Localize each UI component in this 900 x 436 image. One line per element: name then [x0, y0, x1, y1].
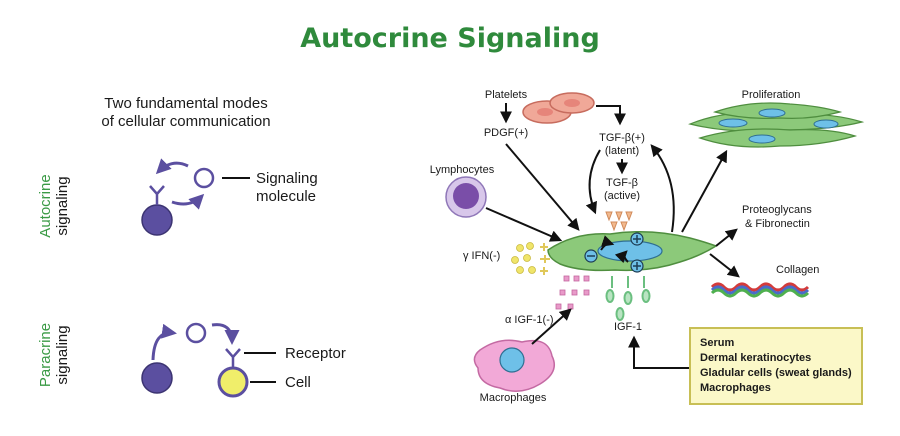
tgf-loop-right-arrow — [650, 144, 675, 233]
proteoglycans-label-2: & Fibronectin — [745, 218, 810, 230]
proteoglycans-label-1: Proteoglycans — [742, 204, 812, 216]
paracrine-target-cell — [217, 366, 249, 398]
minus-badge — [584, 249, 598, 263]
sources-item-macrophages: Macrophages — [700, 382, 771, 394]
platelets-illustration — [522, 92, 595, 124]
macrophages-label: Macrophages — [480, 392, 547, 404]
autocrine-molecule — [193, 167, 215, 189]
inner-arrow-left — [600, 235, 615, 251]
paracrine-arrow-out — [151, 323, 177, 361]
ifn-label: γ IFN(-) — [463, 250, 500, 262]
ifn-molecules — [511, 242, 536, 274]
page-title: Autocrine Signaling — [300, 23, 600, 54]
cell-to-proliferation-arrow — [681, 149, 728, 233]
left-heading-line1: Two fundamental modes — [104, 95, 267, 112]
paracrine-side-label: Paracrine signaling — [37, 323, 71, 387]
plus-badge-bottom — [630, 259, 644, 273]
paracrine-illustration — [141, 322, 276, 398]
platelets-to-tgf-arrow — [596, 105, 626, 126]
autocrine-cell — [141, 204, 173, 236]
inner-arrow-right — [614, 250, 629, 264]
lymphocyte-illustration — [445, 176, 487, 218]
proliferation-cells — [688, 102, 865, 148]
autocrine-arrow-top — [155, 158, 189, 175]
signaling-molecule-label-2: molecule — [256, 188, 316, 205]
igf-receptors — [605, 276, 651, 321]
tgf-latent-label-1: TGF-β(+) — [599, 132, 645, 144]
tgf-latent-label-2: (latent) — [605, 145, 639, 157]
proliferation-label: Proliferation — [742, 89, 801, 101]
sources-to-igf-arrow — [628, 335, 690, 369]
cell-label: Cell — [285, 374, 311, 391]
cell-to-collagen-arrow — [709, 253, 740, 278]
receptor-label: Receptor — [285, 345, 346, 362]
platelets-label: Platelets — [485, 89, 528, 101]
tgf-active-label-2: (active) — [604, 190, 640, 202]
left-heading-line2: of cellular communication — [101, 113, 270, 130]
autocrine-illustration — [141, 158, 250, 236]
lymphocyte-to-cell-arrow — [485, 207, 563, 242]
sources-item-glandular: Gladular cells (sweat glands) — [700, 367, 852, 379]
pdgf-to-cell-arrow — [505, 143, 580, 231]
sources-item-keratinocytes: Dermal keratinocytes — [700, 352, 811, 364]
igf-label: IGF-1 — [614, 321, 642, 333]
sources-item-serum: Serum — [700, 337, 734, 349]
tgf-loop-left-arrow — [585, 149, 601, 215]
pdgf-label: PDGF(+) — [484, 127, 528, 139]
signaling-molecule-label-1: Signaling — [256, 170, 318, 187]
lymphocytes-label: Lymphocytes — [430, 164, 495, 176]
collagen-label: Collagen — [776, 264, 819, 276]
autocrine-arrow-bottom — [171, 193, 205, 210]
autocrine-side-black: signaling — [54, 176, 71, 235]
cell-to-proteoglycans-arrow — [715, 228, 738, 247]
autocrine-side-green: Autocrine — [37, 174, 54, 237]
autocrine-receptor — [149, 185, 165, 205]
ifn-receptors — [540, 243, 550, 275]
paracrine-source-cell — [141, 362, 173, 394]
collagen-helix — [710, 282, 810, 298]
paracrine-receptor — [225, 348, 241, 368]
paracrine-arrow-in — [211, 323, 240, 345]
paracrine-molecule — [185, 322, 207, 344]
igf-minus-label: α IGF-1(-) — [505, 314, 554, 326]
tgf-receptors — [605, 211, 633, 232]
macrophage-to-cell-arrow — [531, 308, 572, 345]
autocrine-side-label: Autocrine signaling — [37, 174, 71, 237]
paracrine-side-black: signaling — [54, 325, 71, 384]
tgf-active-label-1: TGF-β — [606, 177, 638, 189]
macrophage-illustration — [473, 339, 555, 392]
sources-box: Serum Dermal keratinocytes Gladular cell… — [689, 327, 863, 405]
plus-badge-top — [630, 232, 644, 246]
paracrine-side-green: Paracrine — [37, 323, 54, 387]
igf-minus-molecules — [555, 275, 590, 310]
